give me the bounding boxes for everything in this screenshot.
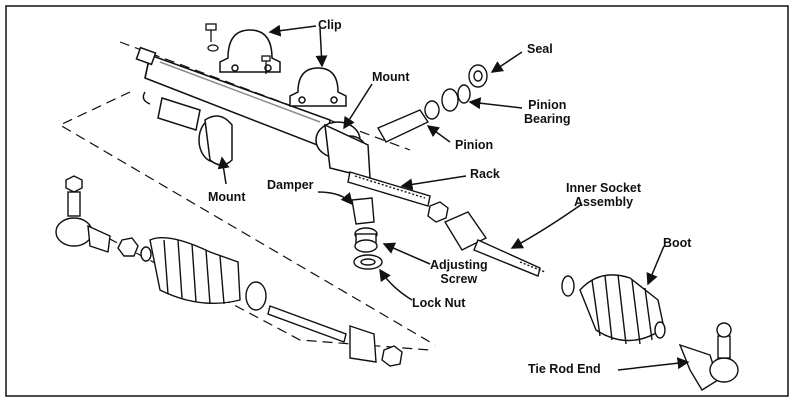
label-damper: Damper <box>267 178 314 192</box>
pinion-assembly <box>377 64 488 143</box>
label-tie-rod-end: Tie Rod End <box>528 362 601 376</box>
label-boot: Boot <box>663 236 692 250</box>
inner-socket-right <box>443 211 575 297</box>
label-mount-upper: Mount <box>372 70 410 84</box>
label-mount-lower: Mount <box>208 190 246 204</box>
label-seal: Seal <box>527 42 553 56</box>
boot-left <box>149 237 267 311</box>
boot-right <box>579 274 666 345</box>
rack-bar <box>347 171 449 223</box>
label-pinion: Pinion <box>455 138 494 152</box>
diagram-frame <box>5 5 789 397</box>
label-clip: Clip <box>318 18 342 32</box>
damper-assembly <box>351 197 383 270</box>
upper-clip-left <box>219 29 281 73</box>
label-rack: Rack <box>470 167 500 181</box>
upper-clip-right <box>289 67 347 107</box>
inner-socket-left <box>267 305 403 367</box>
label-lock-nut: Lock Nut <box>412 296 466 310</box>
tie-rod-end-right <box>678 322 739 391</box>
rack-housing <box>135 46 371 179</box>
lower-mount <box>142 91 233 166</box>
clip-bolts <box>205 23 271 74</box>
label-inner-socket-assembly: Inner Socket Assembly <box>566 181 642 209</box>
leader-arrows <box>217 24 690 371</box>
label-pinion-bearing: Pinion Bearing <box>524 98 571 126</box>
tie-rod-end-left <box>55 175 152 262</box>
label-adjusting-screw: Adjusting Screw <box>430 258 488 286</box>
